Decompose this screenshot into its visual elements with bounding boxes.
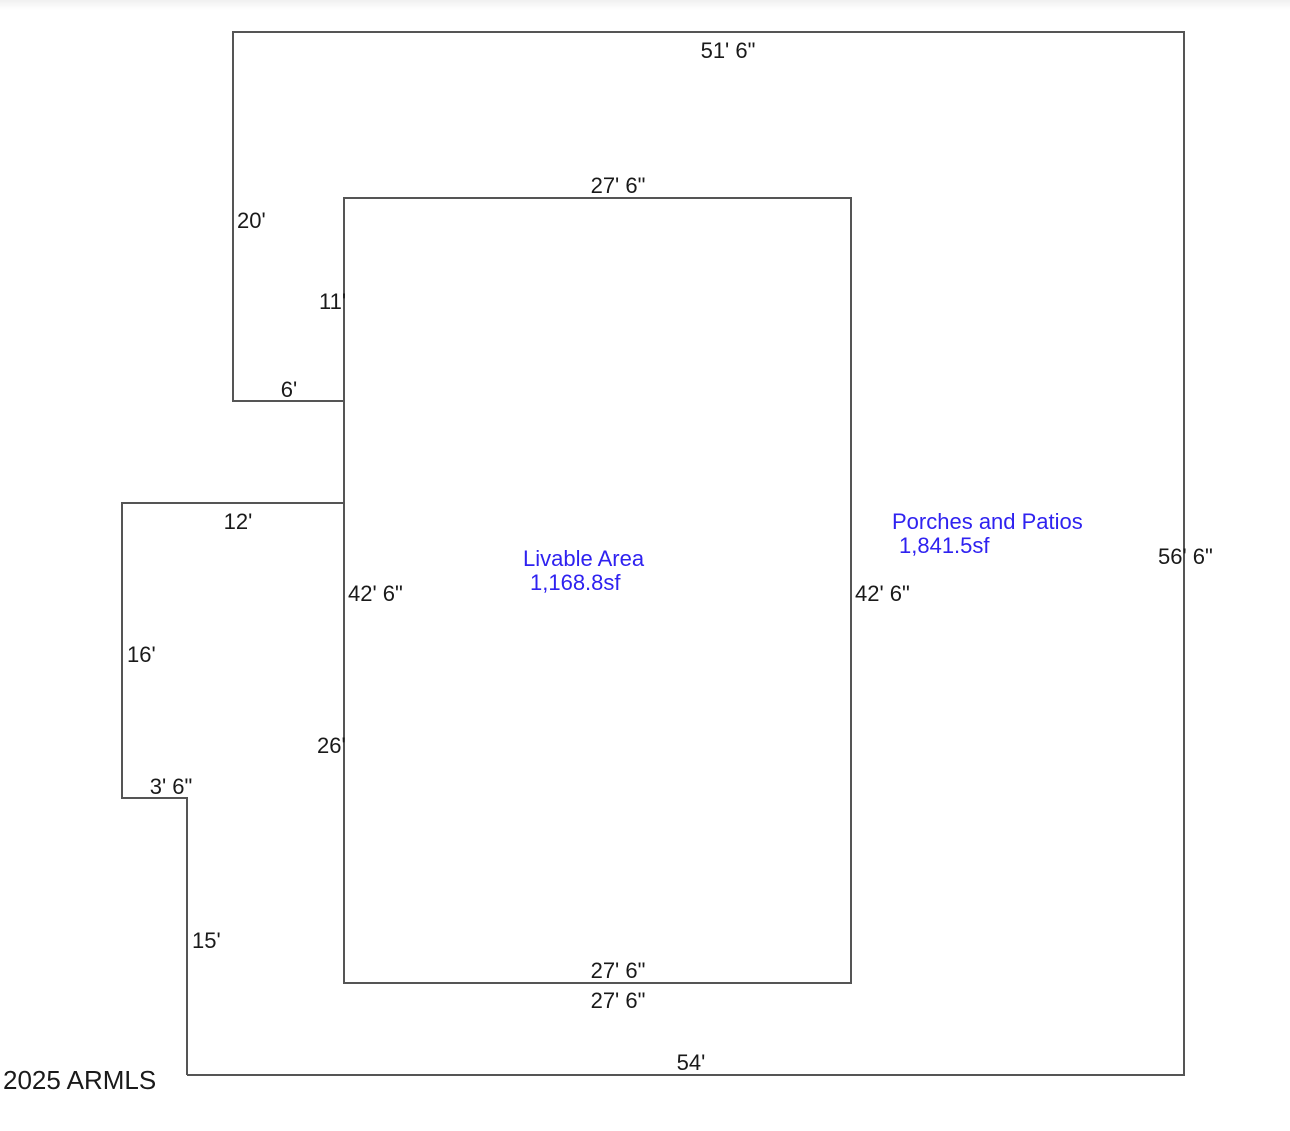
livable-area-outline xyxy=(343,197,852,984)
livable-area-size: 1,168.8sf xyxy=(530,570,621,595)
porches-patios-outline xyxy=(121,31,1185,1076)
dim-livable-left: 42' 6" xyxy=(348,581,403,606)
dim-outer-step: 12' xyxy=(224,509,253,534)
dim-outer-inset: 3' 6" xyxy=(150,774,193,799)
dim-outer-top: 51' 6" xyxy=(701,38,756,63)
livable-area-label: Livable Area xyxy=(523,546,645,571)
dim-outer-left-lower: 16' xyxy=(127,642,156,667)
porches-patios-label: Porches and Patios xyxy=(892,509,1083,534)
dim-outer-left-mid: 11' xyxy=(319,289,346,314)
dim-outer-notch-top: 6' xyxy=(281,377,297,402)
dim-livable-bottom-inner: 27' 6" xyxy=(591,958,646,983)
dim-outer-left-upper: 20' xyxy=(237,208,266,233)
dim-outer-bottom: 54' xyxy=(677,1050,706,1075)
dim-outer-inner-left: 26' xyxy=(317,733,346,758)
top-edge-shadow xyxy=(0,0,1290,10)
dim-livable-bottom-outer: 27' 6" xyxy=(591,988,646,1013)
dim-outer-left-bottom: 15' xyxy=(192,928,221,953)
dim-livable-top: 27' 6" xyxy=(591,173,646,198)
dim-outer-right: 56' 6" xyxy=(1158,544,1213,569)
porches-patios-size: 1,841.5sf xyxy=(899,533,990,558)
dim-livable-right: 42' 6" xyxy=(855,581,910,606)
copyright-watermark: 2025 ARMLS xyxy=(3,1065,156,1095)
